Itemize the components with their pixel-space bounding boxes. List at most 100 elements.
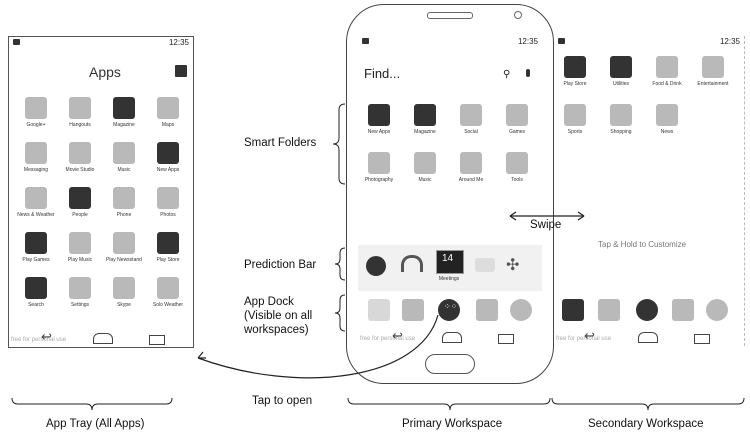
prediction-bar-brace bbox=[334, 247, 346, 281]
store-icon[interactable] bbox=[175, 65, 187, 77]
browser-dock-icon[interactable] bbox=[510, 299, 532, 321]
social-folder-label: Social bbox=[464, 129, 478, 135]
play-store-folder-icon[interactable] bbox=[564, 56, 586, 78]
mic-icon[interactable] bbox=[526, 69, 530, 77]
tap-to-open-arrowhead bbox=[197, 351, 206, 359]
browser-dock-icon[interactable] bbox=[706, 299, 728, 321]
recents-button[interactable] bbox=[694, 334, 710, 344]
play-music-icon[interactable] bbox=[69, 232, 91, 254]
home-button[interactable] bbox=[442, 332, 462, 343]
maps-dock-icon[interactable] bbox=[476, 299, 498, 321]
google-label: Google+ bbox=[26, 122, 46, 128]
search-input[interactable]: Find... bbox=[364, 66, 401, 81]
app-tray-caption: App Tray (All Apps) bbox=[46, 418, 145, 430]
app-tray-button[interactable] bbox=[438, 299, 460, 321]
app-dock-sub2: workspaces) bbox=[244, 324, 309, 336]
food-drink-folder-icon[interactable] bbox=[656, 56, 678, 78]
games-folder-label: Games bbox=[508, 129, 526, 135]
notification-icon bbox=[13, 39, 20, 45]
customize-hint: Tap & Hold to Customize bbox=[598, 240, 687, 249]
home-button[interactable] bbox=[93, 333, 113, 344]
maps-icon[interactable] bbox=[157, 97, 179, 119]
phone-home-key[interactable] bbox=[425, 354, 475, 374]
google-icon[interactable] bbox=[25, 97, 47, 119]
play-newsstand-icon[interactable] bbox=[113, 232, 135, 254]
shopping-folder-icon[interactable] bbox=[610, 104, 632, 126]
games-folder-icon[interactable] bbox=[506, 104, 528, 126]
play-games-icon[interactable] bbox=[25, 232, 47, 254]
primary-brace bbox=[347, 397, 551, 411]
play-music-label: Play Music bbox=[67, 257, 93, 263]
solo-weather-icon[interactable] bbox=[157, 277, 179, 299]
photos-icon[interactable] bbox=[157, 187, 179, 209]
search-icon[interactable]: ⚲ bbox=[503, 69, 511, 80]
phone-speaker bbox=[427, 12, 473, 19]
skype-prediction-icon[interactable] bbox=[366, 256, 386, 276]
skype-icon[interactable] bbox=[113, 277, 135, 299]
swipe-label: Swipe bbox=[530, 219, 562, 231]
magazine-label: Magazine bbox=[113, 122, 135, 128]
recents-button[interactable] bbox=[149, 335, 165, 345]
calendar-prediction-icon[interactable] bbox=[436, 250, 464, 274]
app-tray-brace bbox=[11, 397, 173, 411]
app-dock-sub1: (Visible on all bbox=[244, 310, 313, 322]
music-icon[interactable] bbox=[113, 142, 135, 164]
app-tray-title: Apps bbox=[89, 64, 121, 80]
around-me-folder-icon[interactable] bbox=[460, 152, 482, 174]
status-bar: 12:35 bbox=[358, 36, 542, 48]
photography-folder-label: Photography bbox=[364, 177, 394, 183]
utilities-folder-label: Utilities bbox=[612, 81, 630, 87]
play-store-icon[interactable] bbox=[157, 232, 179, 254]
magazine-folder-icon[interactable] bbox=[414, 104, 436, 126]
messaging-label: Messaging bbox=[23, 167, 49, 173]
music-folder-icon[interactable] bbox=[414, 152, 436, 174]
gmail-dock-icon[interactable] bbox=[368, 299, 390, 321]
social-folder-icon[interactable] bbox=[460, 104, 482, 126]
phone-icon[interactable] bbox=[113, 187, 135, 209]
phone-label: Phone bbox=[116, 212, 132, 218]
status-time: 12:35 bbox=[517, 37, 538, 46]
messaging-icon[interactable] bbox=[25, 142, 47, 164]
magazine-icon[interactable] bbox=[113, 97, 135, 119]
maps-label: Maps bbox=[161, 122, 175, 128]
back-button[interactable]: ↩ bbox=[41, 329, 52, 344]
tools-folder-icon[interactable] bbox=[506, 152, 528, 174]
food-drink-folder-label: Food & Drink bbox=[652, 81, 682, 87]
new-apps-icon[interactable] bbox=[157, 142, 179, 164]
back-button[interactable]: ↩ bbox=[392, 328, 403, 343]
people-icon[interactable] bbox=[69, 187, 91, 209]
solo-weather-label: Solo Weather bbox=[152, 302, 184, 308]
utilities-folder-icon[interactable] bbox=[610, 56, 632, 78]
search-icon[interactable] bbox=[25, 277, 47, 299]
home-button[interactable] bbox=[638, 332, 658, 343]
people-dock-icon[interactable] bbox=[598, 299, 620, 321]
gmail-dock-icon[interactable] bbox=[562, 299, 584, 321]
headphones-prediction-icon[interactable] bbox=[401, 255, 423, 272]
sports-folder-icon[interactable] bbox=[564, 104, 586, 126]
play-store-folder-label: Play Store bbox=[563, 81, 587, 87]
maps-dock-icon[interactable] bbox=[672, 299, 694, 321]
secondary-brace bbox=[551, 397, 745, 411]
news-folder-icon[interactable] bbox=[656, 104, 678, 126]
back-button[interactable]: ↩ bbox=[584, 328, 595, 343]
movie-studio-icon[interactable] bbox=[69, 142, 91, 164]
watermark: free for personal use bbox=[11, 337, 67, 343]
app-tray-button[interactable] bbox=[636, 299, 658, 321]
hangouts-label: Hangouts bbox=[69, 122, 91, 128]
app-tray-dots-icon: ⁘⁘ bbox=[444, 302, 458, 311]
photography-folder-icon[interactable] bbox=[368, 152, 390, 174]
recents-button[interactable] bbox=[498, 334, 514, 344]
entertainment-folder-icon[interactable] bbox=[702, 56, 724, 78]
settings-icon[interactable] bbox=[69, 277, 91, 299]
app-dock-label: App Dock bbox=[244, 296, 294, 308]
new-apps-folder-icon[interactable] bbox=[368, 104, 390, 126]
pinwheel-prediction-icon[interactable]: ✣ bbox=[506, 257, 520, 274]
secondary-caption: Secondary Workspace bbox=[588, 418, 704, 430]
youtube-prediction-icon[interactable] bbox=[475, 258, 495, 272]
news-weather-icon[interactable] bbox=[25, 187, 47, 209]
people-dock-icon[interactable] bbox=[402, 299, 424, 321]
hangouts-icon[interactable] bbox=[69, 97, 91, 119]
shopping-folder-label: Shopping bbox=[610, 129, 632, 135]
